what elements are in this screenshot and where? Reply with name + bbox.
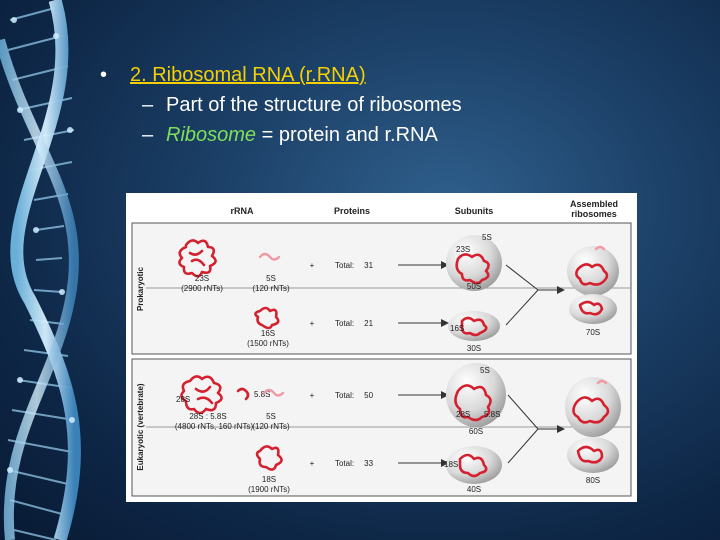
ribosome-diagram: rRNA Proteins Subunits Assembled ribosom… <box>131 199 632 497</box>
rrna-16s-icon <box>254 306 280 330</box>
subunit-50s-rrna <box>455 253 490 285</box>
label-28s-inline: 28S <box>176 395 190 404</box>
protein-total: Total:21 <box>335 319 374 328</box>
label-5s-size: (120 rNTs) <box>252 422 290 431</box>
label-subunit-23s: 23S <box>456 245 470 254</box>
dna-helix-decoration <box>0 0 81 540</box>
label-23s-size: (2900 rNTs) <box>181 284 223 293</box>
rrna-5s-icon <box>262 388 285 397</box>
header-rrna: rRNA <box>230 206 254 216</box>
ribosome-70s-rrna <box>575 263 609 316</box>
rrna-5s-icon <box>258 252 281 261</box>
label-16s: 16S <box>261 329 275 338</box>
label-5s: 5S <box>266 274 276 283</box>
rrna-23s-icon <box>178 239 217 278</box>
label-5s-size: (120 rNTs) <box>252 284 290 293</box>
label-40s: 40S <box>467 485 481 494</box>
ribosome-70s-5s <box>594 245 606 251</box>
bullet-1-text: 2. Ribosomal RNA (r.RNA) <box>130 64 366 86</box>
protein-total: Total:50 <box>335 391 374 400</box>
plus-sign: + <box>310 261 315 270</box>
header-assembled: Assembled <box>570 199 618 209</box>
label-subunit-5-8s: 5.8S <box>484 410 500 419</box>
label-prokaryotic: Prokaryotic <box>136 266 145 311</box>
label-70s: 70S <box>586 328 600 337</box>
label-5-8s-inline: 5.8S <box>254 390 270 399</box>
label-subunit-5s: 5S <box>482 233 492 242</box>
sub-bullet-2-definition: = protein and r.RNA <box>256 124 438 146</box>
ribosome-80s-rrna <box>572 396 610 464</box>
plus-sign: + <box>310 319 315 328</box>
label-18s-size: (1900 rNTs) <box>248 485 290 494</box>
subunit-60s-rrna <box>454 384 492 422</box>
rrna-18s-icon <box>255 445 283 471</box>
sub-bullet-1: –Part of the structure of ribosomes <box>100 90 700 120</box>
plus-sign: + <box>310 391 315 400</box>
ribosome-80s-5s <box>596 379 608 385</box>
label-5s: 5S <box>266 412 276 421</box>
sub-bullet-1-text: Part of the structure of ribosomes <box>166 94 462 116</box>
subunit-40s <box>446 446 502 484</box>
bullet-1: • 2. Ribosomal RNA (r.RNA) <box>100 60 700 90</box>
label-30s: 30S <box>467 344 481 353</box>
sub-bullet-2: –Ribosome = protein and r.RNA <box>100 120 700 150</box>
label-80s: 80S <box>586 476 600 485</box>
label-subunit-18s: 18S <box>444 460 458 469</box>
label-subunit-5s: 5S <box>480 366 490 375</box>
label-eukaryotic: Eukaryotic (vertebrate) <box>136 383 145 470</box>
label-28s-5-8s-size: (4800 rNTs, 160 rNTs) <box>175 422 254 431</box>
label-50s: 50S <box>467 282 481 291</box>
bullet-marker: • <box>100 64 108 86</box>
protein-total: Total:33 <box>335 459 374 468</box>
label-subunit-28s: 28S <box>456 410 470 419</box>
protein-total: Total:31 <box>335 261 374 270</box>
sub-bullet-marker: – <box>142 124 154 146</box>
bullet-list: • 2. Ribosomal RNA (r.RNA) –Part of the s… <box>100 60 700 150</box>
subunit-30s <box>448 311 500 341</box>
header-subunits: Subunits <box>455 206 494 216</box>
subunit-40s-rrna <box>458 453 488 478</box>
subunit-30s-rrna <box>460 316 488 337</box>
rrna-5-8s-icon <box>236 387 250 401</box>
ribosome-70s-small <box>569 294 617 324</box>
label-subunit-16s: 16S <box>450 324 464 333</box>
sub-bullet-2-term: Ribosome <box>166 124 257 146</box>
label-18s: 18S <box>262 475 276 484</box>
header-ribosomes: ribosomes <box>571 209 617 219</box>
ribosome-70s-large <box>567 246 619 296</box>
label-28s-5-8s: 28S : 5.8S <box>189 412 226 421</box>
label-23s: 23S <box>195 274 209 283</box>
label-60s: 60S <box>469 427 483 436</box>
sub-bullet-marker: – <box>142 94 154 116</box>
rrna-28s-icon <box>180 375 223 415</box>
ribosome-80s-small <box>567 437 619 473</box>
ribosome-figure: rRNA Proteins Subunits Assembled ribosom… <box>126 193 637 502</box>
plus-sign: + <box>310 459 315 468</box>
header-proteins: Proteins <box>334 206 370 216</box>
ribosome-80s-large <box>565 377 621 437</box>
label-16s-size: (1500 rNTs) <box>247 339 289 348</box>
